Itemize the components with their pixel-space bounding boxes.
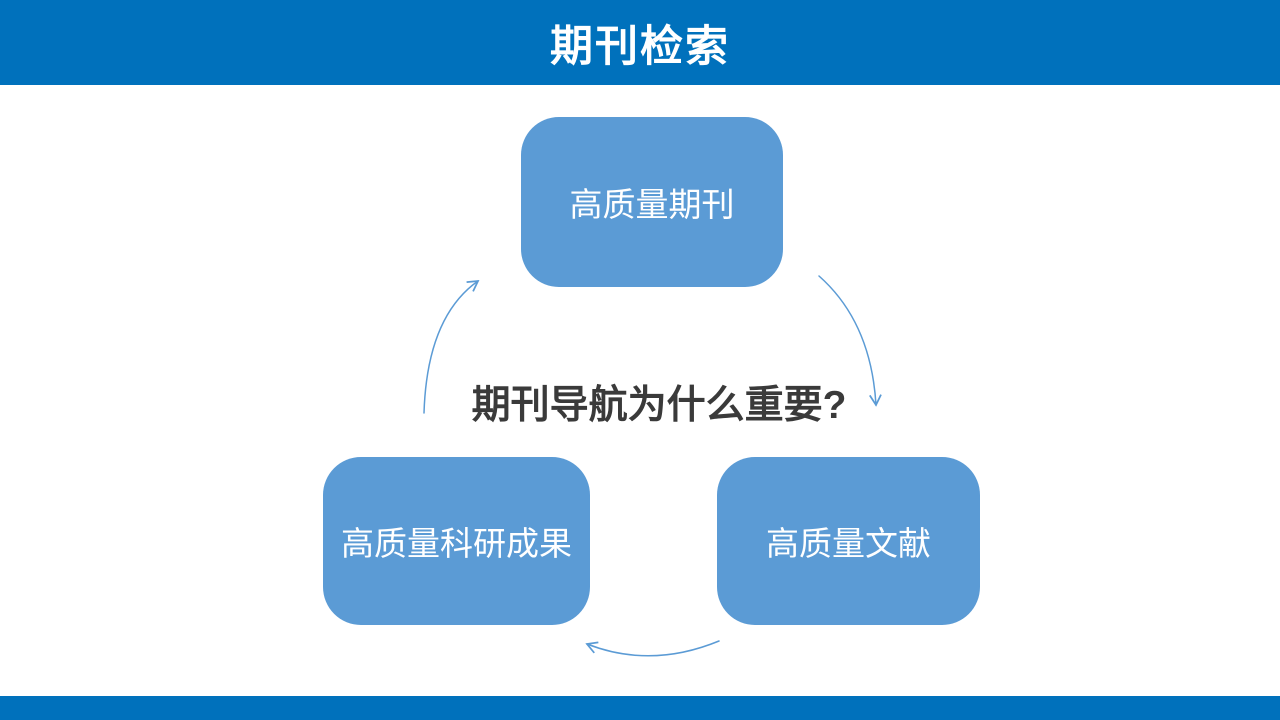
page-title: 期刊检索	[550, 22, 730, 71]
node-high-quality-journal: 高质量期刊	[521, 117, 783, 287]
arrow-bottomright-to-bottomleft-icon	[585, 640, 720, 657]
slide-header: 期刊检索	[0, 0, 1280, 85]
node-high-quality-literature: 高质量文献	[717, 457, 980, 625]
node-label: 高质量科研成果	[341, 525, 572, 562]
node-label: 高质量期刊	[569, 186, 735, 223]
center-question: 期刊导航为什么重要?	[471, 384, 847, 427]
node-label: 高质量文献	[766, 525, 931, 562]
node-high-quality-research-results: 高质量科研成果	[323, 457, 590, 625]
arrow-bottomleft-to-top-icon	[423, 279, 480, 414]
slide-footer	[0, 696, 1280, 720]
